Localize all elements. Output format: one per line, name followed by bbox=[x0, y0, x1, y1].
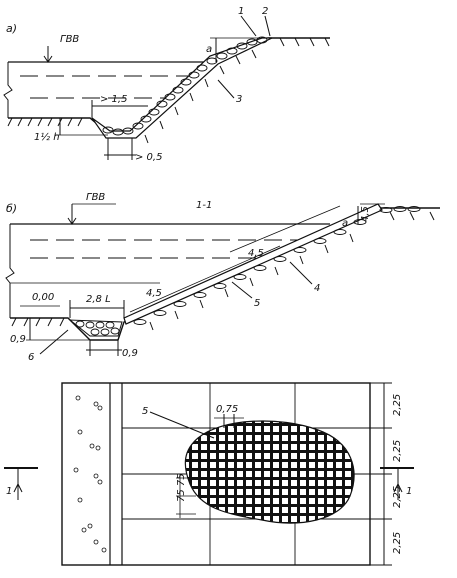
bank-profile-a bbox=[8, 37, 330, 136]
water-level-label-a: ГВВ bbox=[60, 34, 79, 45]
dim-low-label-b: 4,5 bbox=[146, 288, 162, 299]
callout-6-b: 6 bbox=[28, 352, 34, 363]
dim-7575-label: 75 75 bbox=[176, 473, 187, 502]
panel-plan: 5 0,75 75 75 2,25 2,25 2,25 2,25 1 1 bbox=[4, 382, 414, 566]
revetment-stones-b bbox=[133, 206, 421, 325]
dim-low-line-b bbox=[129, 245, 281, 313]
dim-toe-label-a: > 0,5 bbox=[135, 152, 162, 163]
panel-b-letter: б) bbox=[6, 202, 17, 215]
panel-a: а) ГВВ 1 bbox=[3, 6, 330, 163]
leader-5-b bbox=[231, 281, 253, 299]
leader-3-a bbox=[217, 79, 235, 99]
dim-mid-label-b: 4,5 bbox=[248, 248, 264, 259]
dim-zero-label-b: 0,00 bbox=[32, 292, 54, 303]
dim-chain-ticks bbox=[370, 382, 392, 566]
water-level-label-b: ГВВ bbox=[86, 192, 105, 203]
callout-5-plan: 5 bbox=[142, 406, 148, 417]
dim-right-1: 2,25 bbox=[392, 440, 403, 462]
section-marker-right-label: 1 bbox=[406, 486, 412, 497]
break-line-a bbox=[3, 62, 13, 118]
ground-hatch-a bbox=[7, 37, 330, 144]
dim-top-label-b: 4,5 bbox=[360, 206, 371, 222]
panel-a-letter: а) bbox=[6, 22, 17, 35]
leader-4-b bbox=[289, 261, 313, 285]
dim-toe-label-b: 0,9 bbox=[122, 348, 138, 359]
revetment-slab-b bbox=[123, 203, 383, 325]
dim-mid-line-b bbox=[229, 205, 341, 253]
leader-1-a bbox=[240, 15, 257, 37]
dim-075-label: 0,75 bbox=[216, 404, 238, 415]
dim-right-3: 2,25 bbox=[392, 532, 403, 554]
callout-4-b: 4 bbox=[314, 283, 320, 294]
dim-depth-label-b: 0,9 bbox=[10, 334, 26, 345]
dim-a-label-b: a bbox=[342, 218, 348, 229]
leader-5-plan bbox=[149, 411, 215, 439]
ground-hatch-b bbox=[11, 211, 435, 331]
riprap-stones-a bbox=[102, 36, 268, 136]
callout-2-a: 2 bbox=[262, 6, 268, 17]
panel-b: б) 1-1 ГВВ bbox=[5, 192, 440, 363]
section-label-b: 1-1 bbox=[196, 200, 212, 211]
section-marker-left-arrow bbox=[13, 482, 23, 493]
callout-5-b: 5 bbox=[254, 298, 260, 309]
callout-1-a: 1 bbox=[238, 6, 244, 17]
toe-stones-b bbox=[75, 320, 120, 336]
break-line-b bbox=[5, 224, 15, 318]
dim-width-label-a: > 1,5 bbox=[100, 94, 127, 105]
callout-3-a: 3 bbox=[236, 94, 242, 105]
lattice-cutout bbox=[184, 420, 355, 524]
dim-width-label-b: 2,8 L bbox=[86, 294, 111, 305]
leader-2-a bbox=[264, 15, 271, 37]
dim-right-0: 2,25 bbox=[392, 394, 403, 416]
section-marker-right-arrow bbox=[393, 482, 403, 493]
dim-a-label-a: a bbox=[206, 44, 212, 55]
section-marker-left-label: 1 bbox=[6, 486, 12, 497]
leader-6-b bbox=[39, 329, 69, 355]
dim-depth-label-a: 1½ h bbox=[34, 131, 60, 143]
plan-stones bbox=[73, 395, 107, 553]
